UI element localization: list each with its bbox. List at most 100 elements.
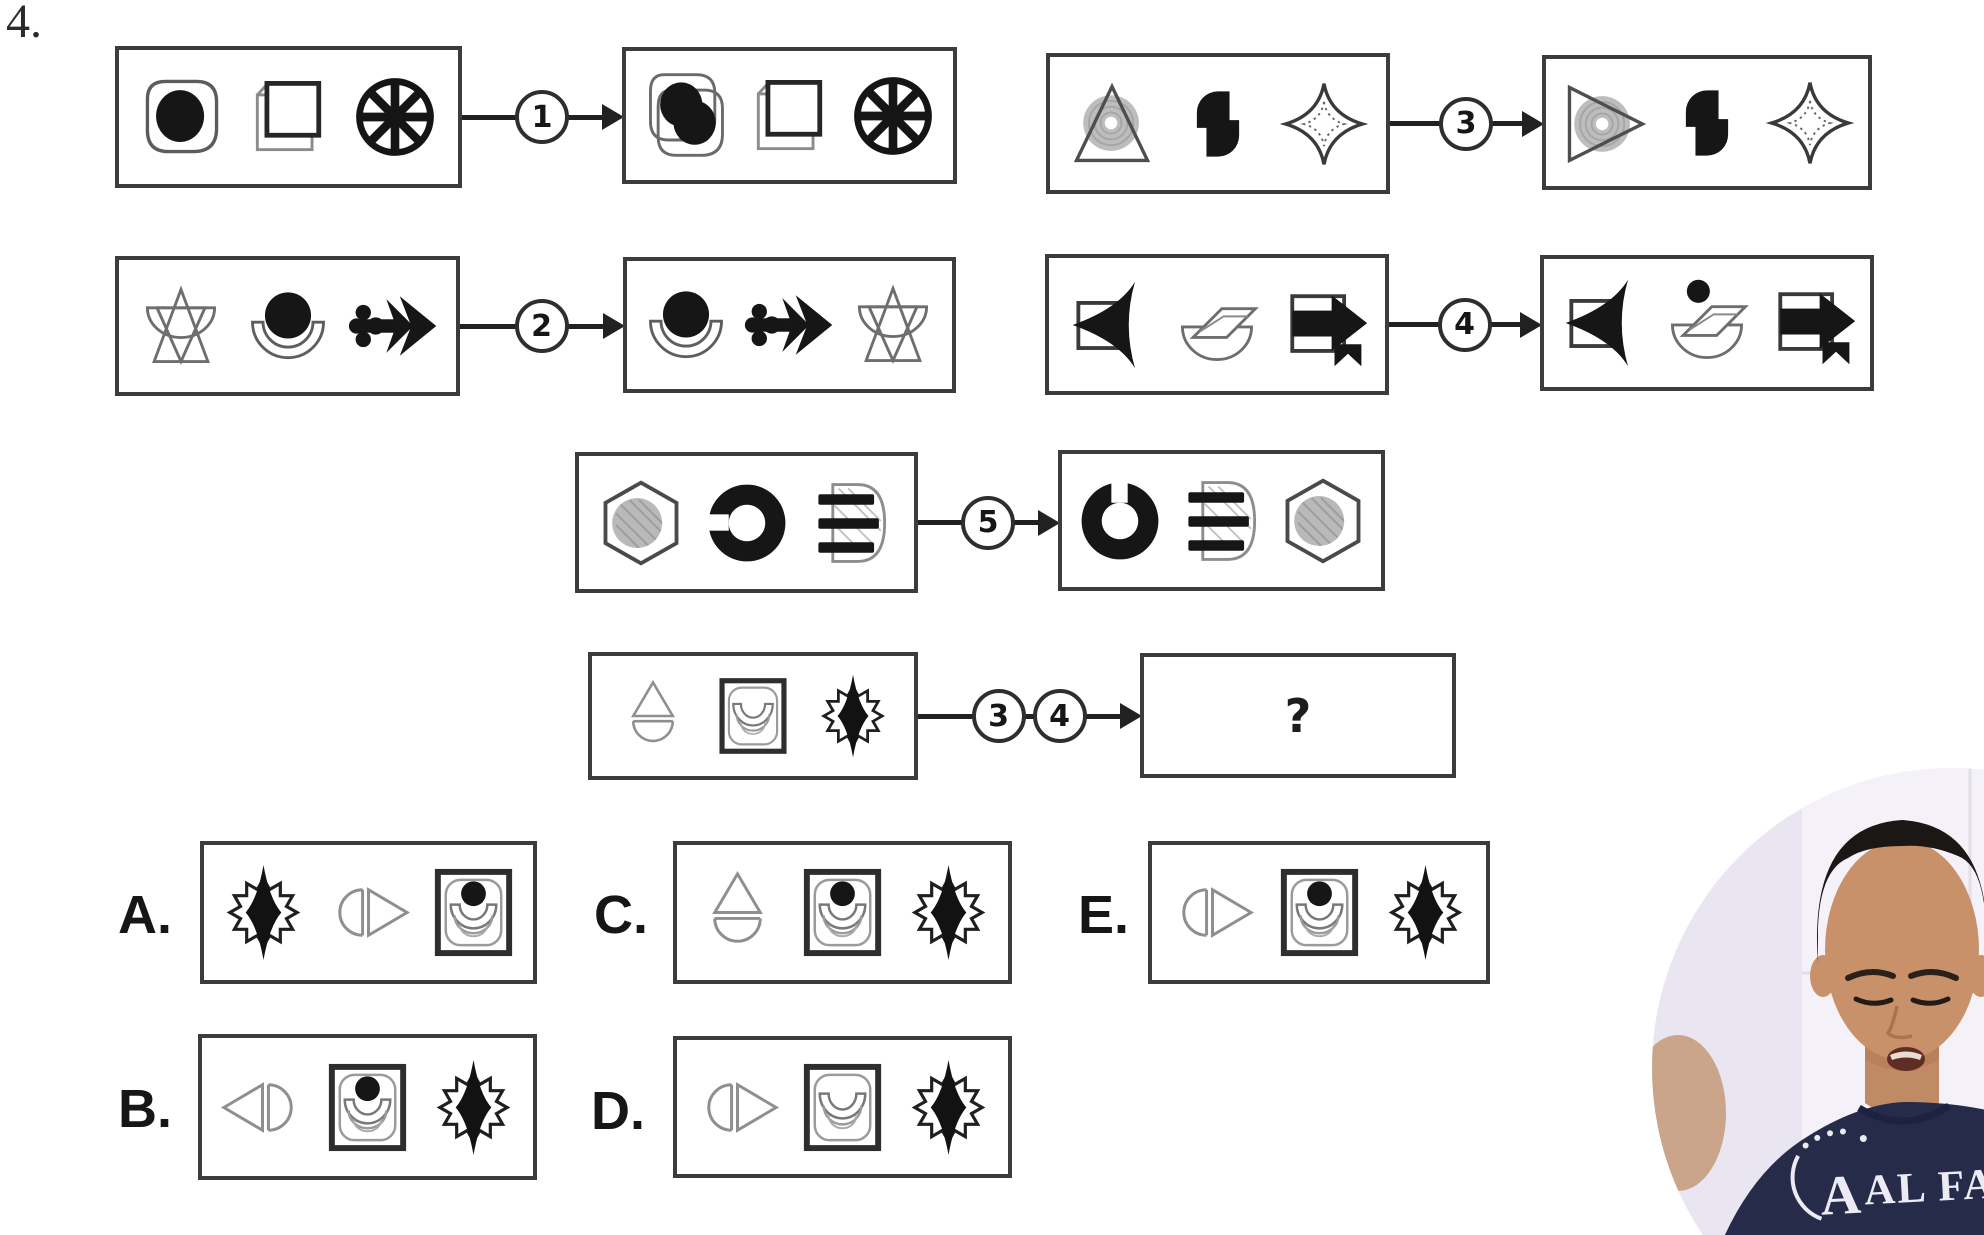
left-eye <box>1853 996 1894 1006</box>
spiky-burst-icon <box>1376 863 1475 962</box>
transform-step-circle: 2 <box>514 299 569 353</box>
flag-arrow-icon <box>1763 275 1859 371</box>
question-number: 4. <box>6 0 42 48</box>
option-b-panel <box>198 1034 537 1180</box>
ring-open-up-icon <box>1072 473 1168 569</box>
face <box>1825 840 1979 1060</box>
corner-fold-square-icon <box>742 68 838 164</box>
example2-output-panel <box>623 257 956 393</box>
triangle-disc-rotated-icon <box>1557 75 1653 171</box>
ring-open-left-icon <box>699 475 795 571</box>
example3-input-panel <box>1046 53 1390 194</box>
yin-blocks-icon <box>1170 76 1266 172</box>
boat-parallelogram-dot-icon <box>1659 275 1755 371</box>
option-e-label: E. <box>1078 885 1130 945</box>
spoke-wheel-icon <box>845 68 941 164</box>
speaker-square-icon <box>1556 275 1652 371</box>
option-a-label: A. <box>118 885 172 945</box>
example4-output-panel <box>1540 255 1874 391</box>
example1-connector: 1 <box>462 46 622 188</box>
rounded-square-dot-double-icon <box>638 68 734 164</box>
four-point-star-icon <box>1276 76 1372 172</box>
boat-parallelogram-icon <box>1169 277 1265 373</box>
yin-blocks-icon <box>1659 75 1755 171</box>
droplet-right-icon <box>319 863 418 962</box>
example5-connector: 5 <box>918 452 1058 593</box>
ball-in-bowl-icon <box>638 277 734 373</box>
nested-bowls-dot-icon <box>318 1058 417 1157</box>
option-c-label: C. <box>594 885 648 945</box>
laurel-icon <box>1790 1154 1823 1221</box>
transform-step-circle: 1 <box>515 90 569 144</box>
droplet-up-icon <box>610 673 696 759</box>
rounded-square-dot-icon <box>134 69 230 165</box>
transform-step-circle: 4 <box>1032 689 1087 743</box>
hex-disc-icon <box>1275 473 1371 569</box>
shirt-logo: A AL FAIZ <box>1790 1128 1984 1228</box>
nested-bowls-icon <box>710 673 796 759</box>
right-eyebrow <box>1908 969 1959 981</box>
answer-panel: ? <box>1140 653 1456 778</box>
speaker-square-icon <box>1063 277 1159 373</box>
spiky-burst-icon <box>899 1058 998 1157</box>
example4-connector: 4 <box>1389 254 1540 395</box>
hourglass-dome-icon <box>133 278 229 374</box>
presenter-person <box>1724 820 1984 1235</box>
presenter-hand <box>1652 1035 1726 1191</box>
droplet-right-icon <box>688 1058 787 1157</box>
four-point-star-icon <box>1762 75 1858 171</box>
example2-connector: 2 <box>460 256 623 396</box>
spiky-burst-icon <box>214 863 313 962</box>
example1-output-panel <box>622 47 957 184</box>
double-arrow-icon <box>742 277 838 373</box>
spoke-wheel-icon <box>347 69 443 165</box>
option-d-label: D. <box>591 1081 645 1141</box>
option-c-panel <box>673 841 1012 984</box>
option-d-panel <box>673 1036 1012 1178</box>
barrel-bars-icon <box>804 475 900 571</box>
right-eye <box>1910 996 1951 1006</box>
example2-input-panel <box>115 256 460 396</box>
nested-bowls-icon <box>793 1058 892 1157</box>
example3-connector: 3 <box>1390 53 1542 194</box>
shirt-text: AL FAIZ <box>1863 1158 1984 1214</box>
triangle-disc-icon <box>1064 76 1160 172</box>
barrel-bars-icon <box>1174 473 1270 569</box>
nested-bowls-dot-icon <box>793 863 892 962</box>
hex-disc-icon <box>593 475 689 571</box>
flag-arrow-icon <box>1275 277 1371 373</box>
example5-output-panel <box>1058 450 1385 591</box>
spiky-burst-icon <box>810 673 896 759</box>
transform-step-circle: 3 <box>971 689 1026 743</box>
transform-step-circle: 4 <box>1437 297 1492 352</box>
example3-output-panel <box>1542 55 1872 190</box>
example1-input-panel <box>115 46 462 188</box>
nested-bowls-dot-icon <box>424 863 523 962</box>
nested-bowls-dot-icon <box>1270 863 1369 962</box>
droplet-right-icon <box>1163 863 1262 962</box>
hourglass-dome-icon <box>845 277 941 373</box>
nose <box>1885 1005 1913 1040</box>
question-input-panel <box>588 652 918 780</box>
left-eyebrow <box>1845 969 1896 981</box>
transform-step-circle: 3 <box>1439 96 1493 151</box>
shirt <box>1724 1102 1984 1235</box>
spiky-burst-icon <box>424 1058 523 1157</box>
spiky-burst-icon <box>899 863 998 962</box>
transform-step-circle: 5 <box>961 495 1015 550</box>
example4-input-panel <box>1045 254 1389 395</box>
shirt-logo-monogram: A <box>1819 1164 1863 1228</box>
droplet-left-icon <box>213 1058 312 1157</box>
presenter-illustration: A AL FAIZ <box>1652 768 1984 1235</box>
option-b-label: B. <box>118 1079 172 1139</box>
double-arrow-icon <box>346 278 442 374</box>
webcam-overlay: A AL FAIZ <box>1652 768 1984 1235</box>
example5-input-panel <box>575 452 918 593</box>
corner-fold-square-icon <box>241 69 337 165</box>
droplet-up-icon <box>688 863 787 962</box>
option-e-panel <box>1148 841 1490 984</box>
ball-in-bowl-icon <box>240 278 336 374</box>
collar <box>1857 1103 1951 1125</box>
